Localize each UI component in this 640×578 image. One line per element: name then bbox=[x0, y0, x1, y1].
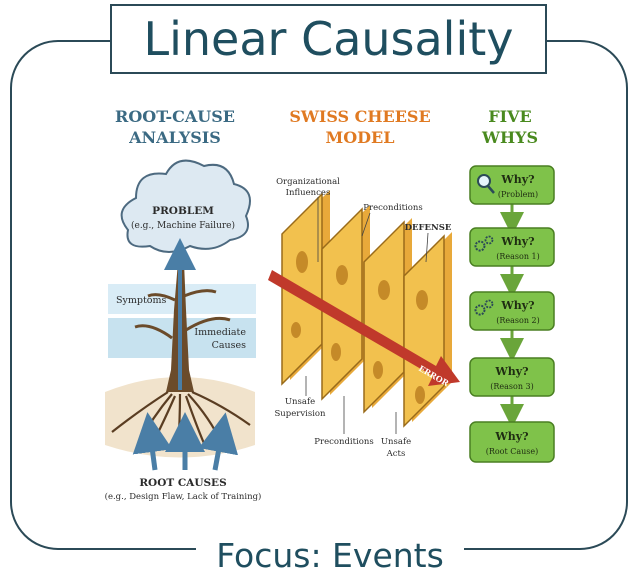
why-box-1 bbox=[469, 165, 555, 205]
root-causes-label: ROOT CAUSES bbox=[139, 477, 226, 489]
error-arrow bbox=[268, 270, 460, 386]
why-5-label: Why? bbox=[494, 430, 528, 443]
root-arrow-left bbox=[132, 412, 173, 471]
why-4-label: Why? bbox=[494, 365, 528, 378]
immediate-label-1: Immediate bbox=[194, 327, 246, 338]
rca-title: ROOT-CAUSE ANALYSIS bbox=[110, 106, 240, 148]
rca-title-line2: ANALYSIS bbox=[129, 128, 221, 147]
symptoms-label: Symptoms bbox=[116, 295, 167, 306]
why-box-4 bbox=[469, 357, 555, 397]
why-1-label: Why? bbox=[500, 173, 534, 186]
footer-focus: Focus: Events bbox=[196, 534, 464, 578]
why-box-5 bbox=[469, 421, 555, 463]
why-1-sub: (Problem) bbox=[498, 190, 538, 199]
footer-text: Focus: Events bbox=[216, 536, 444, 575]
swiss-title: SWISS CHEESE MODEL bbox=[285, 106, 435, 148]
unsafe-acts-label-1: Unsafe bbox=[381, 437, 411, 447]
rca-title-line1: ROOT-CAUSE bbox=[115, 107, 235, 126]
gears-icon bbox=[474, 299, 494, 316]
whys-title-line1: FIVE bbox=[488, 107, 532, 126]
unsafe-acts-label-2: Acts bbox=[386, 449, 406, 459]
org-influences-label-1: Organizational bbox=[276, 177, 340, 187]
swiss-cheese-model: ERROR Organizational Influences Precondi… bbox=[268, 177, 460, 459]
immediate-label-2: Causes bbox=[212, 340, 247, 351]
title-text: Linear Causality bbox=[143, 12, 514, 66]
why-box-3 bbox=[469, 291, 555, 331]
why-box-2 bbox=[469, 227, 555, 267]
unsafe-supervision-label-1: Unsafe bbox=[285, 397, 315, 407]
org-influences-label-2: Influences bbox=[286, 188, 331, 198]
swiss-title-line2: MODEL bbox=[325, 128, 395, 147]
whys-title: FIVE WHYS bbox=[460, 106, 560, 148]
why-2-sub: (Reason 1) bbox=[496, 252, 539, 261]
root-arrow-right bbox=[198, 412, 239, 471]
whys-title-line2: WHYS bbox=[481, 128, 539, 147]
why-5-sub: (Root Cause) bbox=[486, 447, 539, 456]
why-4-sub: (Reason 3) bbox=[490, 382, 533, 391]
five-whys: Why? (Problem) Why? (Reason 1) Why? (Rea… bbox=[469, 165, 555, 463]
unsafe-supervision-label-2: Supervision bbox=[274, 409, 326, 419]
gears-icon bbox=[474, 235, 494, 252]
page-title: Linear Causality bbox=[110, 4, 547, 74]
problem-label: PROBLEM bbox=[152, 205, 214, 217]
why-3-label: Why? bbox=[500, 299, 534, 312]
root-causes-example: (e.g., Design Flaw, Lack of Training) bbox=[105, 491, 262, 502]
cheese-slice-2 bbox=[321, 205, 370, 401]
preconditions-top-label: Preconditions bbox=[363, 203, 422, 213]
why-3-sub: (Reason 2) bbox=[496, 316, 539, 325]
problem-example: (e.g., Machine Failure) bbox=[131, 220, 235, 231]
why-2-label: Why? bbox=[500, 235, 534, 248]
magnifier-icon bbox=[477, 174, 495, 194]
tree-branches bbox=[134, 289, 231, 340]
cheese-slice-3 bbox=[363, 218, 412, 414]
swiss-title-line1: SWISS CHEESE bbox=[289, 107, 431, 126]
root-cause-analysis: PROBLEM (e.g., Machine Failure) Symptoms… bbox=[105, 159, 262, 502]
preconditions-bottom-label: Preconditions bbox=[314, 437, 373, 447]
defense-label: DEFENSE bbox=[405, 223, 452, 233]
